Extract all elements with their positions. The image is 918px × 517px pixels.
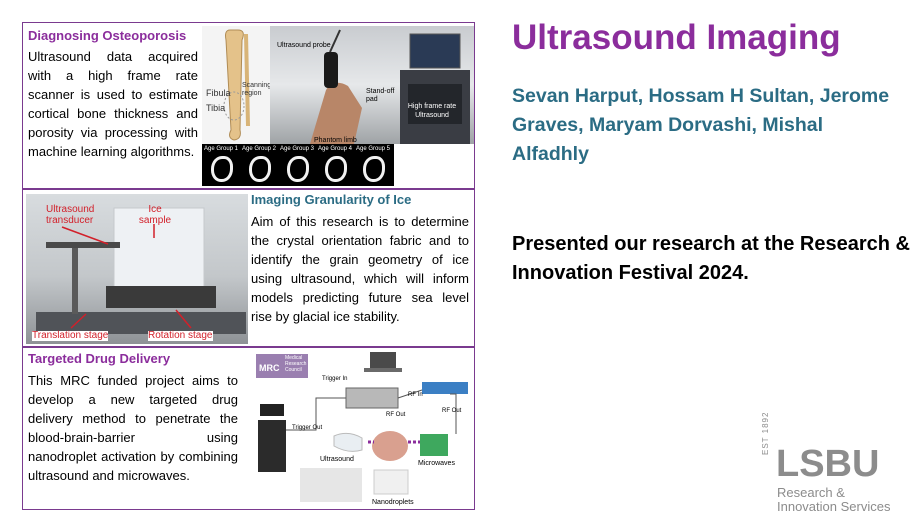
ultrasound-probe-label: Ultrasound probe — [277, 42, 331, 49]
microwaves-label: Microwaves — [418, 460, 455, 467]
ultrasound-transducer-label: Ultrasound transducer — [46, 204, 95, 226]
ice-body: Aim of this research is to determine the… — [251, 214, 469, 324]
mrc-logo-line3: Council — [285, 367, 302, 373]
drug-delivery-schematic — [256, 352, 468, 502]
osteo-body: Ultrasound data acquired with a high fra… — [28, 49, 198, 159]
bone-anatomy-image: Fibula Tibia Scanning region — [202, 26, 270, 144]
bone-section-5 — [363, 156, 385, 182]
ice-title: Imaging Granularity of Ice — [251, 192, 412, 207]
lsbu-logo-est: EST 1892 — [761, 411, 770, 455]
bone-section-3 — [287, 156, 309, 182]
mrc-logo-line2: Research — [285, 361, 307, 367]
drug-delivery-diagram: MRC Medical Research Council Trigger In … — [250, 350, 472, 508]
research-panel-frame — [22, 22, 475, 510]
hfr-ultrasound-label: High frame rate Ultrasound — [407, 103, 457, 119]
age-group-5-label: Age Group 5 — [355, 146, 391, 152]
scanning-region-label: Scanning region — [242, 82, 270, 97]
mrc-logo-line1: Medical — [285, 355, 303, 361]
mrc-logo-abbr: MRC — [259, 363, 280, 373]
lab-setup-illustration — [310, 29, 470, 144]
age-group-3-label: Age Group 3 — [279, 146, 315, 152]
drug-title: Targeted Drug Delivery — [28, 351, 171, 366]
nanodroplets-label: Nanodroplets — [372, 499, 414, 506]
age-group-1-label: Age Group 1 — [203, 146, 239, 152]
section-divider-2 — [22, 346, 475, 348]
lsbu-logo-sub-line1: Research & — [777, 485, 845, 500]
ice-setup-photo: Ultrasound transducer Ice sample Transla… — [26, 194, 248, 344]
standoff-pad-label: Stand-off pad — [366, 88, 395, 103]
trigger-out-label: Trigger Out — [292, 425, 323, 431]
fibula-label: Fibula — [206, 88, 231, 98]
bone-section-1 — [211, 156, 233, 182]
lsbu-logo: LSBU — [776, 443, 880, 485]
lsbu-logo-subtitle: Research & Innovation Services — [777, 486, 890, 514]
section-divider-1 — [22, 188, 475, 190]
tibia-label: Tibia — [206, 103, 226, 113]
osteo-title: Diagnosing Osteoporosis — [28, 28, 187, 43]
bone-section-2 — [249, 156, 271, 182]
main-title: Ultrasound Imaging — [512, 18, 841, 57]
authors-list: Sevan Harput, Hossam H Sultan, Jerome Gr… — [512, 85, 890, 165]
translation-stage-label: Translation stage — [32, 330, 109, 341]
age-group-4-label: Age Group 4 — [317, 146, 353, 152]
bone-illustration — [223, 29, 250, 141]
phantom-limb-label: Phantom limb — [314, 137, 357, 144]
presented-statement: Presented our research at the Research &… — [512, 233, 910, 284]
ultrasound-label: Ultrasound — [320, 456, 354, 463]
osteo-lab-photo: Ultrasound probe Stand-off pad Phantom l… — [270, 26, 474, 144]
age-group-2-label: Age Group 2 — [241, 146, 277, 152]
rf-in-label: RF In — [408, 392, 423, 398]
rf-out-label-2: RF Out — [442, 408, 462, 414]
trigger-in-label: Trigger In — [322, 376, 348, 382]
rotation-stage-label: Rotation stage — [148, 330, 213, 341]
rf-out-label-1: RF Out — [386, 412, 406, 418]
drug-body: This MRC funded project aims to develop … — [28, 373, 238, 483]
bone-section-4 — [325, 156, 347, 182]
lsbu-logo-sub-line2: Innovation Services — [777, 499, 891, 514]
ice-sample-label: Ice sample — [138, 204, 172, 226]
ice-setup-illustration — [36, 207, 246, 334]
